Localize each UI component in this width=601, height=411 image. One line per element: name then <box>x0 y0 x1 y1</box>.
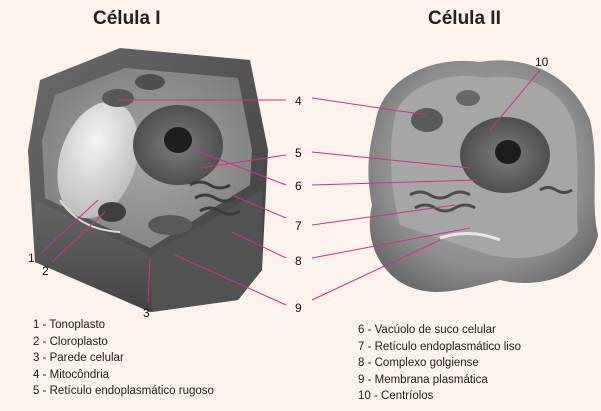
legend-item-reticulo-rugoso: 5 - Retículo endoplasmático rugoso <box>33 383 214 400</box>
legend-right: 6 - Vacúolo de suco celular 7 - Retículo… <box>358 322 521 405</box>
plant-chloroplast-bottom <box>148 215 192 235</box>
animal-mitochondrion <box>411 108 443 132</box>
legend-left: 1 - Tonoplasto 2 - Cloroplasto 3 - Pared… <box>33 317 214 400</box>
legend-item-vacuolo: 6 - Vacúolo de suco celular <box>358 322 521 339</box>
callout-5: 5 <box>295 146 302 160</box>
legend-item-parede-celular: 3 - Parede celular <box>33 350 214 367</box>
callout-4: 4 <box>295 94 302 108</box>
legend-item-reticulo-liso: 7 - Retículo endoplasmático liso <box>358 339 521 356</box>
plant-chloroplast-top <box>135 74 165 90</box>
legend-item-tonoplasto: 1 - Tonoplasto <box>33 317 214 334</box>
legend-item-cloroplasto: 2 - Cloroplasto <box>33 334 214 351</box>
callout-7: 7 <box>295 219 302 233</box>
legend-item-membrana-plasmatica: 9 - Membrana plasmática <box>358 372 521 389</box>
callout-10: 10 <box>535 55 549 69</box>
legend-item-centriolos: 10 - Centríolos <box>358 388 521 405</box>
legend-item-complexo-golgiense: 8 - Complexo golgiense <box>358 355 521 372</box>
callout-2: 2 <box>42 264 49 278</box>
animal-mitochondrion-2 <box>456 90 480 106</box>
plant-nucleolus <box>164 127 192 153</box>
callout-6: 6 <box>295 179 302 193</box>
plant-cell <box>28 48 268 312</box>
animal-nucleolus <box>495 140 521 164</box>
legend-item-mitocondria: 4 - Mitocôndria <box>33 367 214 384</box>
plant-mitochondrion <box>102 89 134 107</box>
callout-8: 8 <box>295 254 302 268</box>
callout-9: 9 <box>295 301 302 315</box>
plant-chloroplast-edge <box>98 202 126 222</box>
callout-1: 1 <box>28 251 35 265</box>
